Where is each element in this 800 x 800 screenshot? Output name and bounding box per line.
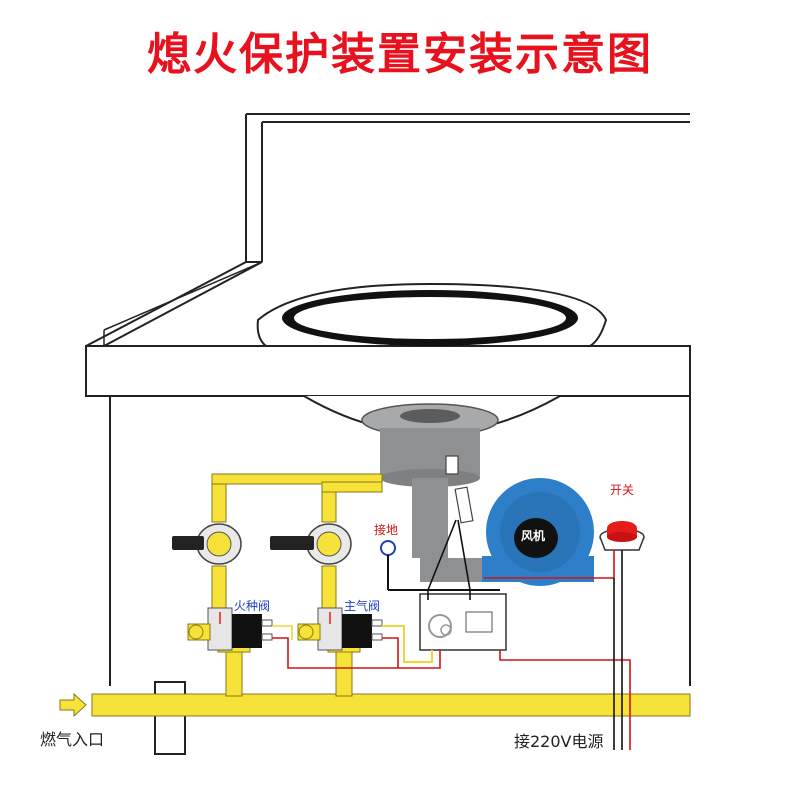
power-label: 接220V电源 — [514, 732, 604, 751]
gas-pipes — [91, 473, 691, 717]
burner-head — [361, 403, 499, 582]
manual-valve-right — [270, 523, 352, 565]
solenoid-valve-main — [297, 607, 383, 651]
controller-box — [419, 593, 507, 651]
gas-inlet-arrow — [59, 692, 87, 718]
solenoid-valve-pilot — [187, 607, 273, 651]
diagram-title: 熄火保护装置安装示意图 — [147, 29, 653, 80]
wiring — [272, 519, 631, 750]
main-valve-label: 主气阀 — [344, 599, 381, 613]
pilot-valve-label: 火种阀 — [234, 599, 271, 613]
power-switch — [599, 521, 645, 551]
ground-label: 接地 — [374, 523, 399, 537]
switch-label: 开关 — [610, 483, 635, 497]
ground-terminal — [380, 540, 500, 591]
manual-valve-left — [172, 523, 242, 565]
gas-inlet-label: 燃气入口 — [40, 730, 105, 749]
fan-label: 风机 — [521, 529, 546, 543]
fan-blower — [482, 478, 594, 586]
